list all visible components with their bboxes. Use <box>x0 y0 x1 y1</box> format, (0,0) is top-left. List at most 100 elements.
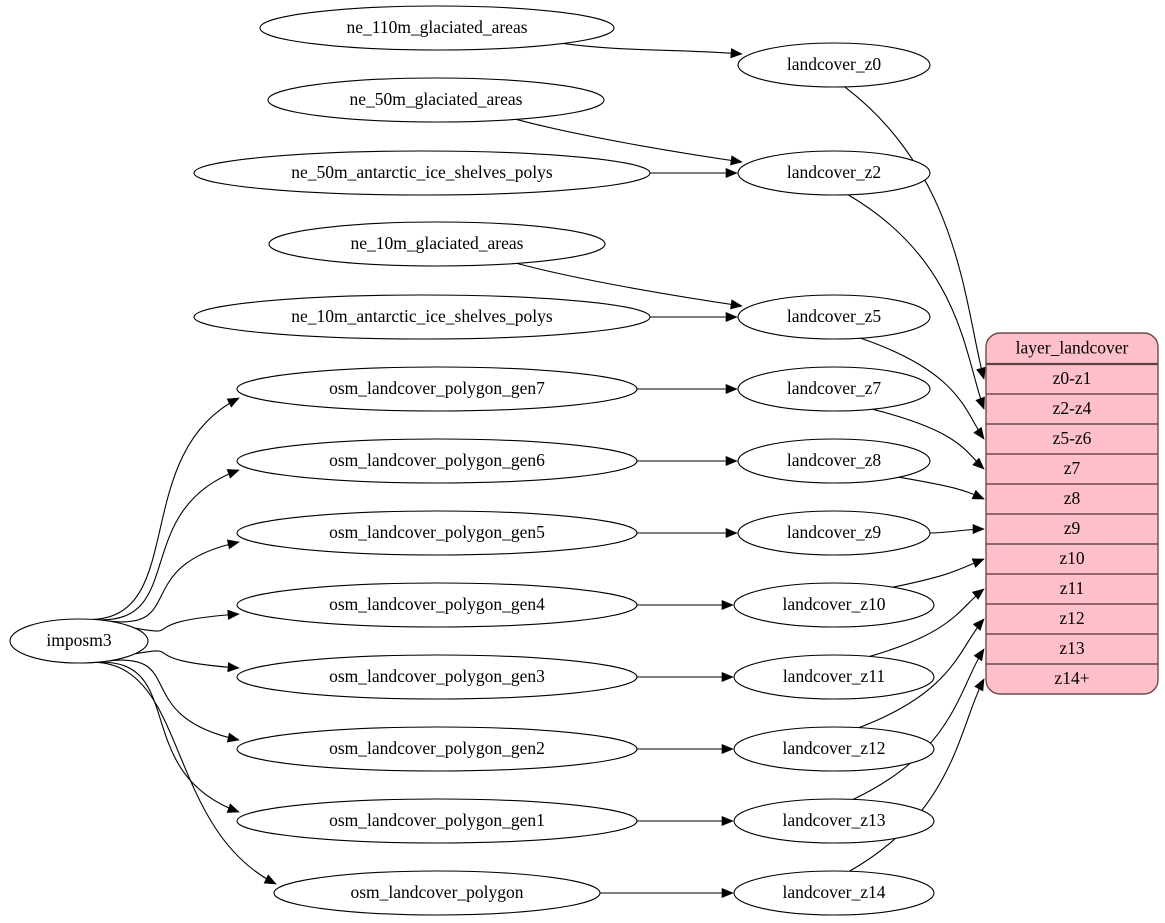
edge-line <box>898 476 985 500</box>
node-label-landcover_z11: landcover_z11 <box>783 666 885 686</box>
edge-landcover_z7-to-layer_landcover-z7 <box>872 408 985 470</box>
edge-osm_landcover_polygon-to-landcover_z14 <box>599 887 734 899</box>
edge-osm_landcover_polygon_gen6-to-landcover_z8 <box>637 455 738 467</box>
edge-arrowhead <box>226 803 240 813</box>
table-row-label: z10 <box>1059 548 1085 568</box>
node-imposm3[interactable]: imposm3 <box>9 618 149 664</box>
edge-line <box>108 659 240 741</box>
table-row-label: z12 <box>1059 608 1084 628</box>
node-shape-landcover_z0 <box>737 42 931 88</box>
table-row[interactable]: z0-z1 <box>986 364 1158 394</box>
node-shape-ne_10m_antarctic_ice_shelves_polys <box>193 294 651 340</box>
table-header-label: layer_landcover <box>1016 338 1129 358</box>
node-landcover_z13[interactable]: landcover_z13 <box>733 798 935 844</box>
edge-line <box>92 397 240 620</box>
node-osm_landcover_polygon_gen5[interactable]: osm_landcover_polygon_gen5 <box>236 510 638 556</box>
table-row[interactable]: z8 <box>986 484 1158 514</box>
node-landcover_z11[interactable]: landcover_z11 <box>733 654 935 700</box>
edge-arrowhead <box>721 743 734 755</box>
table-row-label: z9 <box>1064 518 1081 538</box>
edge-arrowhead <box>227 662 240 673</box>
edge-osm_landcover_polygon_gen4-to-landcover_z10 <box>637 599 734 611</box>
node-label-landcover_z0: landcover_z0 <box>787 54 882 74</box>
edge-line <box>852 648 985 800</box>
edge-arrowhead <box>730 48 743 59</box>
edge-arrowhead <box>730 299 743 310</box>
node-shape-landcover_z9 <box>737 510 931 556</box>
edge-line <box>95 661 277 885</box>
edge-arrowhead <box>721 599 734 611</box>
node-osm_landcover_polygon_gen3[interactable]: osm_landcover_polygon_gen3 <box>236 654 638 700</box>
edge-arrowhead <box>226 732 240 743</box>
node-osm_landcover_polygon_gen7[interactable]: osm_landcover_polygon_gen7 <box>236 366 638 412</box>
table-row[interactable]: z13 <box>986 634 1158 664</box>
node-landcover_z5[interactable]: landcover_z5 <box>737 294 931 340</box>
edge-landcover_z9-to-layer_landcover-z9 <box>929 523 985 535</box>
node-osm_landcover_polygon_gen4[interactable]: osm_landcover_polygon_gen4 <box>236 582 638 628</box>
table-row[interactable]: z10 <box>986 544 1158 574</box>
edge-line <box>108 541 240 623</box>
edge-osm_landcover_polygon_gen3-to-landcover_z11 <box>637 671 734 683</box>
edge-landcover_z10-to-layer_landcover-z10 <box>892 558 985 588</box>
node-landcover_z7[interactable]: landcover_z7 <box>737 366 931 412</box>
node-landcover_z9[interactable]: landcover_z9 <box>737 510 931 556</box>
node-shape-osm_landcover_polygon_gen3 <box>236 654 638 700</box>
node-shape-landcover_z8 <box>737 438 931 484</box>
node-landcover_z12[interactable]: landcover_z12 <box>733 726 935 772</box>
node-ne_50m_antarctic_ice_shelves_polys[interactable]: ne_50m_antarctic_ice_shelves_polys <box>193 150 651 196</box>
table-row[interactable]: z7 <box>986 454 1158 484</box>
node-osm_landcover_polygon_gen1[interactable]: osm_landcover_polygon_gen1 <box>236 798 638 844</box>
table-row[interactable]: z11 <box>986 574 1158 604</box>
edge-imposm3-to-osm_landcover_polygon_gen4 <box>135 609 240 632</box>
table-row[interactable]: z5-z6 <box>986 424 1158 454</box>
edge-line <box>135 613 240 632</box>
node-shape-ne_110m_glaciated_areas <box>259 5 615 51</box>
node-landcover_z10[interactable]: landcover_z10 <box>733 582 935 628</box>
edge-osm_landcover_polygon_gen2-to-landcover_z12 <box>636 743 734 755</box>
edge-line <box>858 618 985 729</box>
edge-arrowhead <box>972 523 985 535</box>
node-ne_10m_glaciated_areas[interactable]: ne_10m_glaciated_areas <box>268 221 606 267</box>
node-osm_landcover_polygon_gen6[interactable]: osm_landcover_polygon_gen6 <box>236 438 638 484</box>
edge-imposm3-to-osm_landcover_polygon <box>95 661 277 885</box>
edge-line <box>847 194 985 410</box>
edge-line <box>515 118 743 163</box>
node-shape-osm_landcover_polygon_gen1 <box>236 798 638 844</box>
node-label-ne_110m_glaciated_areas: ne_110m_glaciated_areas <box>346 17 527 37</box>
node-shape-ne_50m_antarctic_ice_shelves_polys <box>193 150 651 196</box>
table-row[interactable]: z12 <box>986 604 1158 634</box>
edge-arrowhead <box>972 618 985 631</box>
edge-line <box>892 558 985 588</box>
edge-ne_50m_antarctic_ice_shelves_polys-to-landcover_z2 <box>650 167 738 179</box>
node-landcover_z2[interactable]: landcover_z2 <box>737 150 931 196</box>
edge-landcover_z8-to-layer_landcover-z8 <box>898 476 985 500</box>
node-shape-ne_50m_glaciated_areas <box>267 77 605 123</box>
node-ne_50m_glaciated_areas[interactable]: ne_50m_glaciated_areas <box>267 77 605 123</box>
node-label-landcover_z13: landcover_z13 <box>782 810 885 830</box>
node-landcover_z14[interactable]: landcover_z14 <box>733 870 935 916</box>
edge-landcover_z5-to-layer_landcover-z5-z6 <box>860 337 985 440</box>
node-landcover_z8[interactable]: landcover_z8 <box>737 438 931 484</box>
node-landcover_z0[interactable]: landcover_z0 <box>737 42 931 88</box>
table-row-label: z14+ <box>1054 668 1089 688</box>
edge-landcover_z12-to-layer_landcover-z12 <box>858 618 985 729</box>
edge-arrowhead <box>725 167 738 179</box>
node-ne_10m_antarctic_ice_shelves_polys[interactable]: ne_10m_antarctic_ice_shelves_polys <box>193 294 651 340</box>
node-label-osm_landcover_polygon_gen1: osm_landcover_polygon_gen1 <box>329 810 545 830</box>
node-shape-osm_landcover_polygon_gen6 <box>236 438 638 484</box>
node-shape-osm_landcover_polygon <box>273 870 601 916</box>
node-osm_landcover_polygon[interactable]: osm_landcover_polygon <box>273 870 601 916</box>
edge-ne_50m_glaciated_areas-to-landcover_z2 <box>515 118 743 166</box>
table-row[interactable]: z2-z4 <box>986 394 1158 424</box>
edge-arrowhead <box>975 396 985 410</box>
node-label-landcover_z8: landcover_z8 <box>787 450 882 470</box>
edge-imposm3-to-osm_landcover_polygon_gen2 <box>108 659 240 743</box>
node-osm_landcover_polygon_gen2[interactable]: osm_landcover_polygon_gen2 <box>236 726 638 772</box>
edge-line <box>844 86 985 380</box>
table-row[interactable]: z14+ <box>986 664 1158 694</box>
node-ne_110m_glaciated_areas[interactable]: ne_110m_glaciated_areas <box>259 5 615 51</box>
node-label-osm_landcover_polygon_gen4: osm_landcover_polygon_gen4 <box>329 594 545 614</box>
table-row[interactable]: z9 <box>986 514 1158 544</box>
